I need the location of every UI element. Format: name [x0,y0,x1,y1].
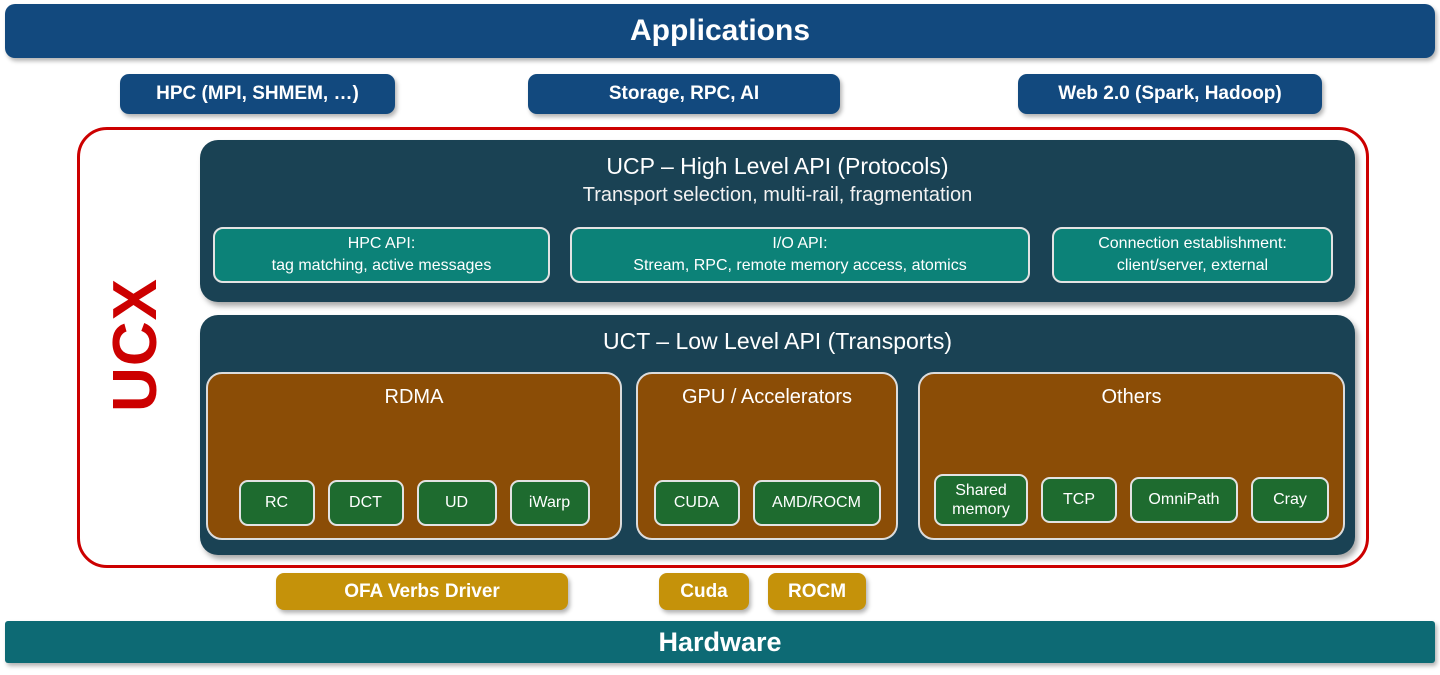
uct-group-others-chip-row: Shared memory TCP OmniPath Cray [920,474,1343,526]
app-pill-hpc-label: HPC (MPI, SHMEM, …) [156,83,359,104]
ucp-chip-connection-line2: client/server, external [1116,257,1269,274]
uct-group-others-title: Others [1101,386,1162,408]
uct-chip-ud: UD [416,480,497,526]
driver-rocm: ROCM [768,573,866,610]
uct-chip-amd-rocm: AMD/ROCM [752,480,881,526]
uct-group-gpu-title: GPU / Accelerators [681,386,853,408]
uct-group-rdma-chip-row: RC DCT UD iWarp [208,480,620,526]
ucx-framework-outline [77,127,1369,568]
uct-chip-tcp: TCP [1041,477,1117,523]
hardware-banner: Hardware [5,621,1435,663]
uct-chip-cray: Cray [1251,477,1329,523]
uct-panel: UCT – Low Level API (Transports) RDMA RC… [200,315,1355,555]
uct-chip-dct: DCT [327,480,404,526]
hardware-banner-label: Hardware [658,626,782,657]
app-pill-storage-label: Storage, RPC, AI [608,83,760,104]
uct-chip-shared-memory: Shared memory [934,474,1028,526]
driver-rocm-label: ROCM [787,580,847,602]
uct-group-others: Others Shared memory TCP OmniPath Cray [918,372,1345,540]
uct-title: UCT – Low Level API (Transports) [603,328,952,354]
ucp-panel: UCP – High Level API (Protocols) Transpo… [200,140,1355,302]
uct-chip-rc: RC [238,480,315,526]
app-pill-storage: Storage, RPC, AI [528,74,840,114]
ucp-chip-hpc-api: HPC API: tag matching, active messages [213,227,550,283]
driver-ofa-verbs: OFA Verbs Driver [276,573,568,610]
ucp-chip-io-api-line2: Stream, RPC, remote memory access, atomi… [633,257,967,274]
app-pill-hpc: HPC (MPI, SHMEM, …) [120,74,395,114]
uct-group-gpu-chip-row: CUDA AMD/ROCM [638,480,896,526]
uct-chip-iwarp: iWarp [509,480,590,526]
uct-chip-omnipath: OmniPath [1130,477,1238,523]
uct-group-rdma: RDMA RC DCT UD iWarp [206,372,622,540]
app-pill-web-label: Web 2.0 (Spark, Hadoop) [1058,83,1282,104]
driver-ofa-verbs-label: OFA Verbs Driver [344,580,500,602]
applications-banner: Applications [5,4,1435,58]
applications-banner-label: Applications [629,14,810,47]
app-pill-web: Web 2.0 (Spark, Hadoop) [1018,74,1322,114]
ucx-label: UCX [100,278,170,412]
uct-group-gpu: GPU / Accelerators CUDA AMD/ROCM [636,372,898,540]
ucp-chip-hpc-api-line2: tag matching, active messages [271,257,492,274]
driver-cuda-label: Cuda [680,580,728,602]
uct-group-rdma-title: RDMA [384,386,444,408]
ucp-chip-hpc-api-line1: HPC API: [347,235,416,253]
ucp-title: UCP – High Level API (Protocols) [606,153,949,179]
uct-chip-cuda: CUDA [653,480,740,526]
ucp-chip-connection-line1: Connection establishment: [1098,235,1287,253]
ucp-chip-io-api: I/O API: Stream, RPC, remote memory acce… [570,227,1030,283]
ucp-chip-connection: Connection establishment: client/server,… [1052,227,1333,283]
driver-cuda: Cuda [659,573,749,610]
ucp-subtitle: Transport selection, multi-rail, fragmen… [582,184,973,206]
ucp-chip-io-api-line1: I/O API: [772,235,828,253]
